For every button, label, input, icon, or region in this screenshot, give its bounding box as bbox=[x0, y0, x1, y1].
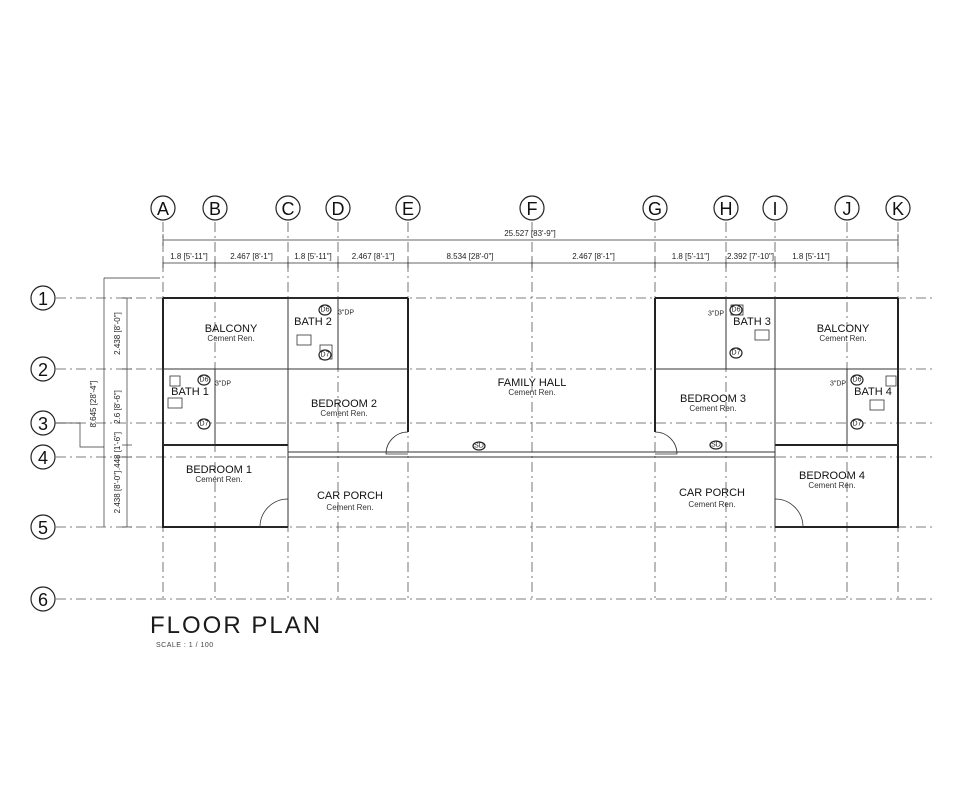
row-grid-label: 4 bbox=[38, 448, 48, 468]
row-grid-label: 1 bbox=[38, 289, 48, 309]
row-grid-bubble bbox=[30, 285, 56, 311]
row-grid-bubble bbox=[30, 444, 56, 470]
column-grid-label: B bbox=[209, 199, 221, 219]
drain-tag: 3"DP bbox=[338, 310, 354, 317]
room-name: BEDROOM 3 bbox=[680, 393, 746, 405]
drain-tag: 3"DP bbox=[830, 381, 846, 388]
row-grid-label: 2 bbox=[38, 360, 48, 380]
column-dimension-text: 2.467 [8'-1"] bbox=[230, 252, 273, 261]
column-grid-bubble bbox=[519, 195, 545, 221]
column-grid-bubble bbox=[325, 195, 351, 221]
room-name: BALCONY bbox=[817, 323, 870, 335]
room-name: BEDROOM 1 bbox=[186, 464, 252, 476]
column-dimension-line: 1.8 [5'-11"] 2.467 [8'-1"] 1.8 [5'-11"] 2.4… bbox=[162, 252, 899, 268]
row-dimension-text: 2.6 [8'-6"] bbox=[113, 390, 122, 424]
row-grid-bubble bbox=[30, 586, 56, 612]
sliding-door-tag: SD bbox=[711, 442, 721, 449]
room-finish: Cement Ren. bbox=[195, 475, 242, 484]
overall-dimension-line: 25.527 [83'-9"] bbox=[162, 229, 899, 246]
column-grid-label: H bbox=[720, 199, 733, 219]
building-walls bbox=[162, 297, 899, 528]
column-grid-bubble bbox=[762, 195, 788, 221]
row-dimension-text: .448 [1'-6"] bbox=[113, 432, 122, 470]
room-name: BATH 3 bbox=[733, 316, 771, 328]
room-finish: Cement Ren. bbox=[326, 503, 373, 512]
column-grid-bubble bbox=[150, 195, 176, 221]
column-dimension-text: 1.8 [5'-11"] bbox=[170, 252, 208, 261]
column-grid-label: J bbox=[843, 199, 852, 219]
row-grid-label: 6 bbox=[38, 590, 48, 610]
room-finish: Cement Ren. bbox=[207, 334, 254, 343]
column-dimension-text: 2.392 [7'-10"] bbox=[727, 252, 774, 261]
room-name: FAMILY HALL bbox=[498, 377, 567, 389]
drawing-title: FLOOR PLAN bbox=[150, 612, 323, 639]
door-tag: D7 bbox=[732, 350, 741, 357]
column-grid-bubble bbox=[202, 195, 228, 221]
room-finish: Cement Ren. bbox=[688, 500, 735, 509]
room-labels: BALCONY Cement Ren. BATH 2 BATH 1 BEDROO… bbox=[171, 316, 892, 512]
row-dimension-text: 2.438 [8'-0"] bbox=[113, 471, 122, 514]
row-grid-label: 5 bbox=[38, 518, 48, 538]
column-grid-bubble bbox=[642, 195, 668, 221]
sliding-door-tag: SD bbox=[474, 443, 484, 450]
column-grid-bubble bbox=[713, 195, 739, 221]
door-tag: D7 bbox=[853, 421, 862, 428]
door-tag: D6 bbox=[853, 377, 862, 384]
tags: D6 D7 3"DP D6 3"DP D7 D6 3"DP D7 D6 3"DP… bbox=[197, 304, 864, 451]
drawing-scale: SCALE : 1 / 100 bbox=[156, 642, 214, 649]
column-grid-bubble bbox=[275, 195, 301, 221]
column-grid-label: I bbox=[772, 199, 777, 219]
drain-tag: 3"DP bbox=[708, 311, 724, 318]
column-dimension-text: 8.534 [28'-0"] bbox=[446, 252, 493, 261]
row-grid-bubble bbox=[30, 356, 56, 382]
row-grid-bubble bbox=[30, 514, 56, 540]
column-dimension-text: 1.8 [5'-11"] bbox=[294, 252, 332, 261]
door-tag: D6 bbox=[200, 377, 209, 384]
room-finish: Cement Ren. bbox=[819, 334, 866, 343]
room-name: BATH 4 bbox=[854, 386, 892, 398]
door-swings bbox=[259, 431, 804, 528]
column-grid-bubble bbox=[885, 195, 911, 221]
column-dimension-text: 1.8 [5'-11"] bbox=[792, 252, 830, 261]
column-dimension-text: 2.467 [8'-1"] bbox=[352, 252, 395, 261]
room-name: CAR PORCH bbox=[679, 487, 745, 499]
room-name: BALCONY bbox=[205, 323, 258, 335]
column-grid-bubble bbox=[395, 195, 421, 221]
column-grid-label: D bbox=[332, 199, 345, 219]
door-tag: D6 bbox=[321, 307, 330, 314]
row-3-leader bbox=[55, 422, 104, 448]
row-dimension-line: 8.645 [28'-4"] 2.438 [8'-0"] 2.6 [8'-6"].… bbox=[89, 277, 160, 528]
room-name: CAR PORCH bbox=[317, 490, 383, 502]
door-tag: D7 bbox=[321, 352, 330, 359]
column-grid-label: E bbox=[402, 199, 414, 219]
room-name: BATH 1 bbox=[171, 386, 209, 398]
door-tag: D6 bbox=[732, 307, 741, 314]
room-finish: Cement Ren. bbox=[508, 388, 555, 397]
column-grid-label: K bbox=[892, 199, 904, 219]
column-dimension-text: 1.8 [5'-11"] bbox=[672, 252, 710, 261]
column-grid-label: F bbox=[527, 199, 538, 219]
column-grid-label: C bbox=[282, 199, 295, 219]
room-finish: Cement Ren. bbox=[808, 481, 855, 490]
total-row-dimension-text: 8.645 [28'-4"] bbox=[89, 380, 98, 427]
door-tag: D7 bbox=[200, 421, 209, 428]
column-dimension-text: 2.467 [8'-1"] bbox=[572, 252, 615, 261]
room-finish: Cement Ren. bbox=[320, 409, 367, 418]
room-name: BEDROOM 2 bbox=[311, 398, 377, 410]
column-grid-label: G bbox=[648, 199, 662, 219]
room-name: BEDROOM 4 bbox=[799, 470, 865, 482]
column-grid-label: A bbox=[157, 199, 169, 219]
column-grid-lines: A B C D E F G H I J K bbox=[150, 195, 911, 600]
drain-tag: 3"DP bbox=[215, 381, 231, 388]
column-grid-bubble bbox=[834, 195, 860, 221]
room-finish: Cement Ren. bbox=[689, 404, 736, 413]
room-name: BATH 2 bbox=[294, 316, 332, 328]
row-dimension-text: 2.438 [8'-0"] bbox=[113, 312, 122, 355]
row-grid-label: 3 bbox=[38, 414, 48, 434]
overall-dimension-text: 25.527 [83'-9"] bbox=[504, 229, 556, 238]
